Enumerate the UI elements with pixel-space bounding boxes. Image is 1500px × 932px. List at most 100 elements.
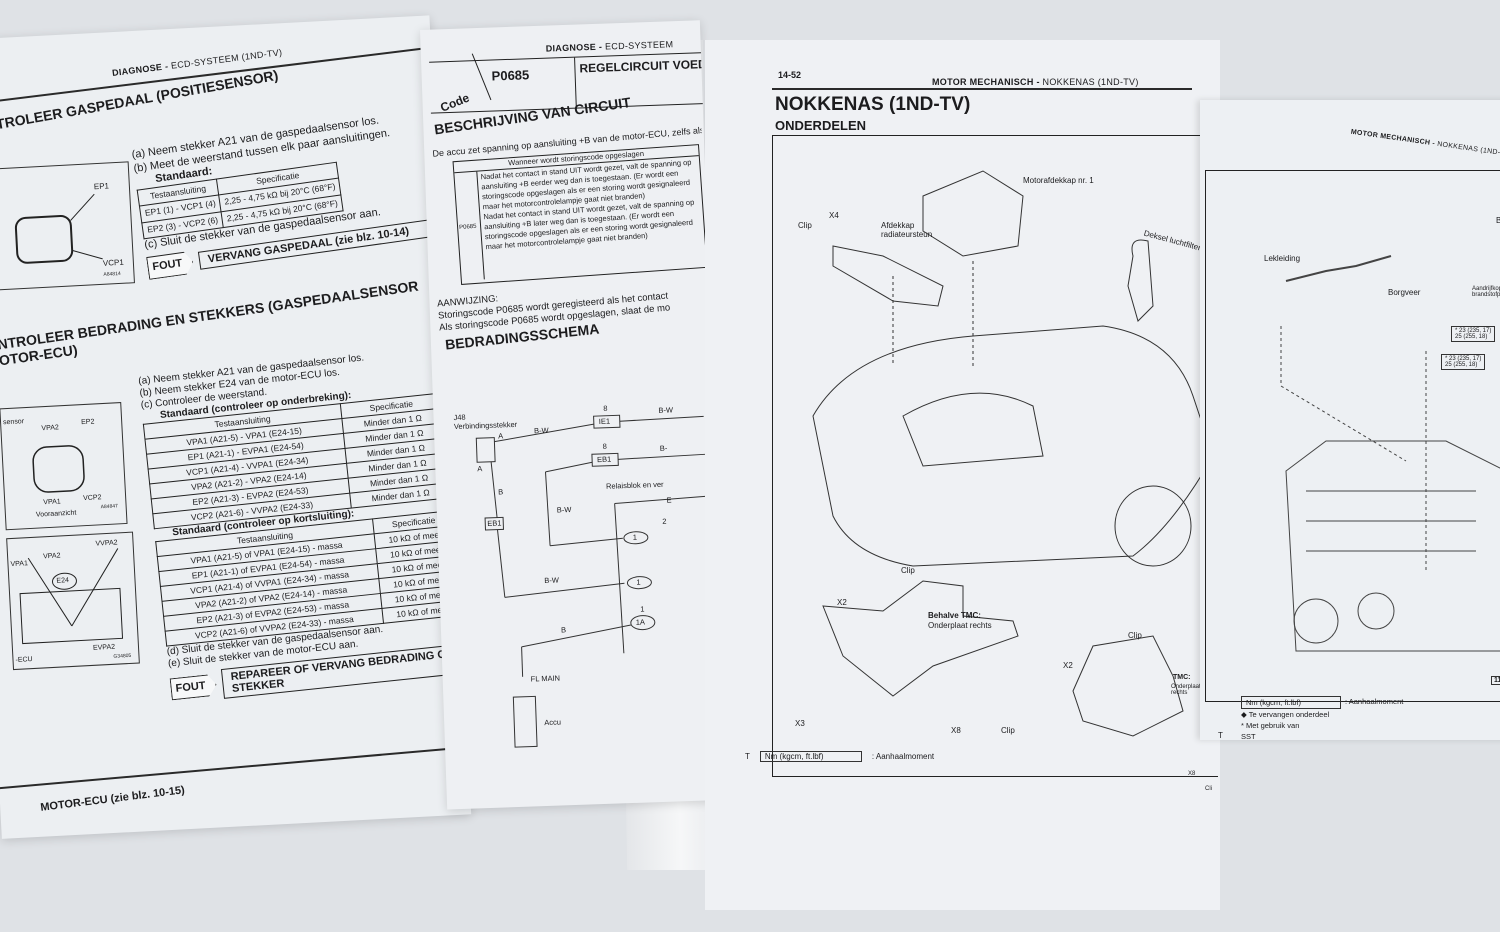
wire-label: B bbox=[560, 625, 567, 635]
header-subsection: NOKKENAS (1ND-TV) bbox=[1042, 77, 1139, 87]
footer-link: MOTOR-ECU (zie blz. 10-15) bbox=[39, 784, 186, 814]
label-br: Br bbox=[1496, 216, 1500, 225]
figure-code: G34805 bbox=[113, 652, 132, 660]
torque-spec: 25 (255, 18) bbox=[1455, 334, 1488, 340]
fig-label: VPA2 bbox=[41, 424, 60, 433]
torque-unit-box: Nm (kgcm, ft.lbf) bbox=[1241, 696, 1341, 709]
wiring-diagram: J48 Verbindingsstekker B-W B-W B-W B B B… bbox=[453, 390, 716, 768]
wire-label: B bbox=[498, 487, 504, 497]
label-clip: Clip bbox=[901, 566, 915, 575]
underplate-tmc-drawing bbox=[1072, 635, 1184, 737]
label-clip: Clip bbox=[798, 221, 812, 230]
parts-figure: Motorafdekkap nr. 1 X4 Clip Afdekkap rad… bbox=[745, 135, 1218, 792]
label-x2: X2 bbox=[837, 598, 847, 607]
connector-label: 1 bbox=[636, 577, 641, 587]
j48-label: J48 Verbindingsstekker bbox=[453, 412, 518, 432]
wire-label: B- bbox=[659, 443, 668, 453]
label-tmc: TMC: bbox=[1173, 674, 1191, 681]
fig-label: VPA2 bbox=[42, 552, 61, 561]
fuse-label: FL MAIN bbox=[530, 673, 561, 684]
label-clip: Clip bbox=[1128, 631, 1142, 640]
label-bracket: Aandrijfkoppel brandstofpomp bbox=[1472, 286, 1500, 298]
label-except-tmc: Behalve TMC: bbox=[928, 611, 981, 620]
wire-label: B-W bbox=[544, 575, 560, 585]
fig-label: VCP2 bbox=[82, 494, 102, 503]
label-lock-spring: Borgveer bbox=[1388, 288, 1421, 297]
fig-label: EVPA2 bbox=[92, 643, 116, 652]
legend-marker: T bbox=[745, 752, 750, 761]
torque-label: : Aanhaalmoment bbox=[871, 752, 935, 761]
label-clip: Clip bbox=[1001, 726, 1015, 735]
label-underplate-tmc: Onderplaat rechts bbox=[1171, 684, 1201, 696]
fout-tag: FOUT bbox=[170, 674, 218, 701]
connector-label: IE1 bbox=[598, 416, 611, 426]
sensor-figure: sensor VPA2 EP2 VPA1 VCP2 Vooraanzicht A… bbox=[0, 402, 128, 531]
header-section: DIAGNOSE bbox=[545, 41, 597, 54]
label-x4: X4 bbox=[829, 211, 839, 220]
section1-steps: (a) Neem stekker A21 van de gaspedaalsen… bbox=[130, 109, 466, 280]
page-title: NOKKENAS (1ND-TV) bbox=[775, 94, 971, 115]
connector-label: EB1 bbox=[596, 454, 612, 465]
torque-spec-box: * 23 (235, 17) 25 (255, 18) bbox=[1441, 354, 1486, 370]
legend: Nm (kgcm, ft.lbf) : Aanhaalmoment ◆ Te v… bbox=[1241, 696, 1404, 741]
label-radiator-cover: Afdekkap radiateursteun bbox=[881, 221, 933, 239]
sst-legend: * Met gebruik van SST bbox=[1241, 721, 1300, 741]
label-x8: X8 bbox=[951, 726, 961, 735]
fig-label: VPA1 bbox=[10, 560, 29, 569]
header-subsection: NOKKENAS (1ND-TV) bbox=[1436, 140, 1500, 159]
label-vcp1: VCP1 bbox=[102, 257, 124, 268]
torque-spec: 25 (255, 18) bbox=[1445, 362, 1478, 368]
underplate-drawing bbox=[822, 580, 1019, 697]
label-x2: X2 bbox=[1063, 661, 1073, 670]
air-filter-cover-drawing bbox=[1127, 239, 1154, 322]
pin-label: 2 bbox=[662, 516, 667, 526]
label-engine-cover: Motorafdekkap nr. 1 bbox=[1023, 176, 1094, 185]
fout-tag: FOUT bbox=[146, 250, 195, 280]
label-x3: X3 bbox=[795, 719, 805, 728]
torque-spec: * 23 (235, 17) bbox=[1455, 328, 1492, 334]
engine-cover-drawing bbox=[922, 170, 1024, 257]
pin-label: 8 bbox=[602, 441, 607, 451]
leak-line-drawing bbox=[1285, 255, 1392, 282]
page-header: MOTOR MECHANISCH - NOKKENAS (1ND-TV) bbox=[932, 77, 1139, 87]
pin-label: 1 bbox=[640, 604, 645, 614]
wire-label: B-W bbox=[658, 405, 674, 415]
step-label: (b) bbox=[139, 386, 153, 400]
fig-label: VPA1 bbox=[43, 498, 61, 507]
pin-label: A bbox=[498, 431, 504, 441]
radiator-cover-drawing bbox=[832, 245, 944, 307]
step-label: (a) bbox=[130, 147, 146, 162]
torque-legend: T Nm (kgcm, ft.lbf) : Aanhaalmoment bbox=[745, 751, 934, 762]
torque-spec: * 23 (235, 17) bbox=[1445, 356, 1482, 362]
page-header: DIAGNOSE - ECD-SYSTEEM bbox=[545, 39, 674, 54]
fig-label: -ECU bbox=[15, 656, 33, 664]
step-label: (d) bbox=[166, 645, 180, 658]
legend-marker: T bbox=[1218, 731, 1223, 740]
page-number: 14-52 bbox=[778, 70, 802, 80]
step-label: (b) bbox=[132, 160, 148, 175]
label-x8: X8 bbox=[1188, 771, 1196, 777]
middle-manual-page: DIAGNOSE - ECD-SYSTEEM Code P0685 REGELC… bbox=[420, 20, 728, 810]
header-section: MOTOR MECHANISCH bbox=[1350, 128, 1431, 147]
wiring-lines bbox=[475, 414, 707, 748]
step-label: (c) bbox=[140, 398, 154, 411]
replace-part-legend: Te vervangen onderdeel bbox=[1248, 710, 1330, 719]
pin-label: 8 bbox=[603, 403, 608, 413]
header-subsection: ECD-SYSTEEM bbox=[604, 39, 674, 52]
header-section: MOTOR MECHANISCH bbox=[932, 77, 1034, 87]
figure-code: A84847 bbox=[100, 503, 119, 511]
connector-label: 1A bbox=[635, 617, 646, 627]
ecu-diagram bbox=[19, 548, 124, 645]
connector-diagram bbox=[14, 193, 103, 264]
pin-label: E bbox=[666, 495, 672, 505]
section-title: CONTROLEER GASPEDAAL (POSITIESENSOR) bbox=[0, 66, 280, 138]
car-body-drawing bbox=[812, 325, 1214, 567]
wire-label: B-W bbox=[556, 505, 572, 515]
fig-label: EP2 bbox=[81, 418, 95, 427]
sensor-diagram bbox=[32, 445, 85, 493]
exploded-view-drawing bbox=[812, 170, 1214, 737]
step-label: (c) bbox=[143, 237, 158, 252]
side-badge: 11 bbox=[1491, 676, 1500, 685]
header-section: DIAGNOSE bbox=[111, 61, 163, 79]
step-label: (a) bbox=[137, 374, 152, 388]
